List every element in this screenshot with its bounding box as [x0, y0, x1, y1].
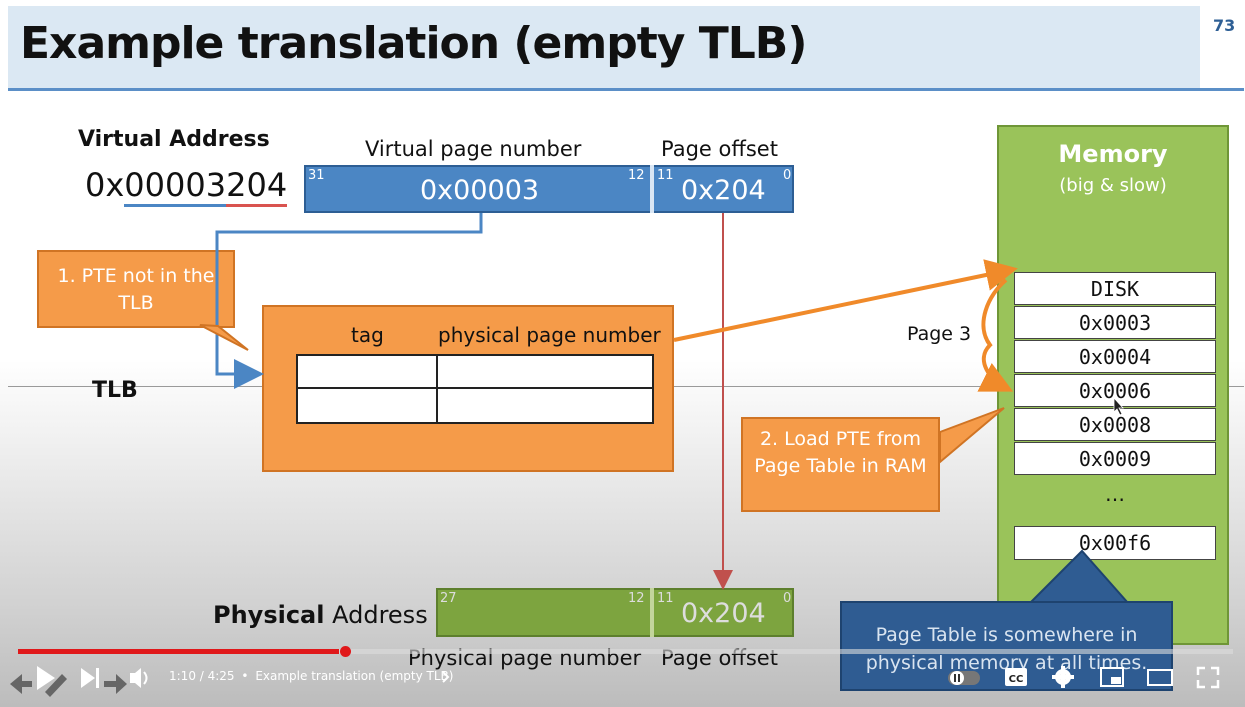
bit-0-label: 0	[783, 168, 792, 183]
tlb-table	[296, 354, 654, 424]
physical-address-label-bold: Physical	[213, 601, 325, 629]
virtual-address-label: Virtual Address	[78, 127, 270, 152]
callout-pte-not-in-tlb: 1. PTE not in the TLB	[37, 250, 235, 328]
settings-gear-icon[interactable]	[1052, 666, 1074, 688]
fullscreen-icon[interactable]	[1196, 666, 1220, 689]
va-prefix: 0x	[85, 166, 125, 204]
memory-cell: 0x0004	[1014, 340, 1216, 373]
page-table-callout: Page Table is somewhere in physical memo…	[840, 601, 1173, 691]
tlb-col-tag: tag	[351, 323, 384, 347]
title-bar	[8, 6, 1200, 88]
physical-address-label-rest: Address	[324, 601, 428, 629]
callout-1-tail	[199, 324, 249, 351]
pa-bit-0-label: 0	[783, 591, 792, 606]
progress-track[interactable]	[18, 649, 1233, 654]
forward-arrow-icon	[104, 674, 127, 694]
theater-mode-icon[interactable]	[1147, 669, 1173, 686]
memory-title: Memory	[1058, 140, 1168, 168]
progress-scrubber-handle[interactable]	[340, 646, 351, 657]
memory-ellipsis: …	[1105, 482, 1125, 506]
vpn-header: Virtual page number	[365, 137, 582, 161]
memory-subtitle: (big & slow)	[1059, 175, 1167, 196]
player-separator: •	[241, 669, 249, 683]
bit-11-label: 11	[657, 168, 674, 183]
memory-cell-last: 0x00f6	[1014, 526, 1216, 560]
memory-cell: DISK	[1014, 272, 1216, 305]
slide-title: Example translation (empty TLB)	[20, 18, 807, 69]
va-vpn-digits: 00003	[124, 166, 227, 207]
physical-address-divider	[650, 588, 654, 637]
title-rule	[8, 88, 1244, 91]
player-time-chapter: 1:10 / 4:25 • Example translation (empty…	[169, 669, 453, 683]
callout-2-tail	[939, 407, 1005, 465]
player-chapter-title[interactable]: Example translation (empty TLB)	[255, 669, 454, 683]
tlb-to-memory-arrow	[673, 259, 1018, 342]
virtual-address-box	[304, 165, 794, 213]
pa-bit-27-label: 27	[440, 591, 457, 606]
chevron-right-icon[interactable]	[442, 671, 450, 683]
memory-cell: 0x0009	[1014, 442, 1216, 475]
next-icon[interactable]	[81, 668, 99, 688]
pen-icon[interactable]	[45, 674, 67, 697]
virtual-address-divider	[650, 165, 654, 213]
virtual-address-value: 0x00003204	[85, 166, 288, 207]
page-offset-header: Page offset	[661, 137, 778, 161]
pa-bit-12-label: 12	[628, 591, 645, 606]
progress-fill	[18, 649, 339, 654]
memory-cell: 0x0008	[1014, 408, 1216, 441]
va-offset-digits: 204	[226, 166, 288, 207]
physical-address-box	[436, 588, 794, 637]
physical-address-label: Physical Address	[213, 601, 428, 629]
tlb-col-ppn: physical page number	[438, 323, 661, 347]
offset-value: 0x204	[681, 175, 766, 206]
svg-text:CC: CC	[1009, 674, 1024, 685]
miniplayer-icon[interactable]	[1100, 667, 1124, 687]
pa-bit-11-label: 11	[657, 591, 674, 606]
callout-load-pte: 2. Load PTE from Page Table in RAM	[741, 417, 940, 512]
slide-number: 73	[1213, 16, 1236, 35]
vpn-to-tlb-arrow	[215, 213, 483, 389]
captions-icon[interactable]: CC	[1005, 668, 1027, 686]
pa-offset-value: 0x204	[681, 598, 766, 629]
page-3-label: Page 3	[907, 323, 972, 345]
prev-icon[interactable]	[10, 674, 32, 694]
page-3-brace	[977, 278, 1014, 392]
bit-31-label: 31	[308, 168, 325, 183]
memory-cell: 0x0003	[1014, 306, 1216, 339]
tlb-col-divider	[436, 354, 438, 424]
play-icon[interactable]	[37, 666, 55, 690]
player-time: 1:10 / 4:25	[169, 669, 235, 683]
bit-12-label: 12	[628, 168, 645, 183]
vpn-value: 0x00003	[420, 175, 540, 206]
tlb-label: TLB	[92, 378, 138, 403]
volume-icon[interactable]	[130, 668, 148, 688]
autoplay-toggle-icon[interactable]	[948, 671, 980, 685]
tlb-row-divider	[296, 387, 654, 389]
